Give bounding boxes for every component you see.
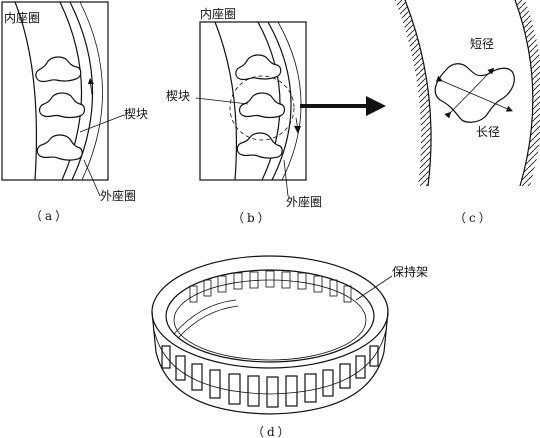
cage-windows-front: [161, 345, 379, 408]
sprag-leader: [195, 97, 249, 105]
rotation-arrow-head: [88, 78, 94, 84]
outer-race-surface: [515, 0, 540, 186]
sprag-2: [238, 92, 286, 119]
outer-ring-arc-outer: [69, 1, 94, 181]
outer-race-line: [514, 0, 534, 187]
ribbon-spring: [173, 299, 237, 335]
inner-ring-arc: [214, 21, 238, 181]
cage-top-inner: [165, 269, 375, 363]
panel-b-frame: [199, 21, 307, 181]
rotation-arrow-head: [294, 126, 301, 134]
panel-c: 短径 长径 （c）: [395, 0, 540, 225]
caption-b: （b）: [232, 211, 273, 225]
panel-a: 内座圈 楔块 外座圈 （a）: [1, 1, 148, 223]
outer-ring-label: 外座圈: [100, 188, 136, 203]
cage-band-line: [153, 329, 387, 395]
outer-ring-arc-inner: [257, 21, 281, 181]
inner-ring-label: 内座圈: [200, 6, 236, 21]
inner-race-line: [404, 0, 432, 187]
inner-race-surface: [395, 0, 432, 186]
panel-d: 保持架 （d）: [151, 255, 428, 438]
outer-ring-leader: [283, 159, 289, 197]
cage-inner-rim: [173, 279, 367, 361]
enlarged-sprag: [434, 63, 515, 123]
panel-a-frame: [1, 1, 109, 181]
short-diameter-label: 短径: [470, 37, 494, 51]
cage-wall-right: [383, 311, 389, 353]
long-diameter-label: 长径: [476, 125, 500, 139]
caption-a: （a）: [30, 209, 70, 223]
caption-c: （c）: [454, 211, 494, 225]
panel-b: 内座圈 楔块 外座圈 （b）: [166, 6, 322, 225]
cage-wall-left: [151, 311, 157, 353]
caption-d: （d）: [252, 425, 293, 438]
cage-leader: [355, 275, 393, 301]
outer-ring-leader: [83, 159, 101, 197]
outer-ring-arc-outer: [267, 21, 292, 181]
cage-top-outer: [151, 255, 389, 369]
outer-ring-arc-edge: [277, 21, 302, 181]
outer-ring-arc-edge: [79, 1, 103, 181]
detail-arrow-head: [366, 96, 386, 116]
sprag-1: [34, 54, 82, 84]
sprag-2: [38, 92, 86, 119]
long-diameter-line: [435, 75, 513, 112]
ribbon-spring-edge: [177, 305, 239, 339]
outer-ring-label: 外座圈: [286, 194, 322, 209]
inner-ring-label: 内座圈: [4, 10, 40, 25]
cage-bottom-edge: [155, 351, 385, 415]
sprag-1: [234, 52, 282, 82]
cage-windows-back: [189, 270, 352, 303]
cage-label: 保持架: [392, 264, 428, 279]
inner-ring-arc: [14, 1, 38, 181]
detail-circle: [229, 75, 295, 141]
sprag-label: 楔块: [166, 89, 190, 103]
sprag-leader: [79, 114, 125, 133]
sprag-label: 楔块: [124, 107, 148, 121]
